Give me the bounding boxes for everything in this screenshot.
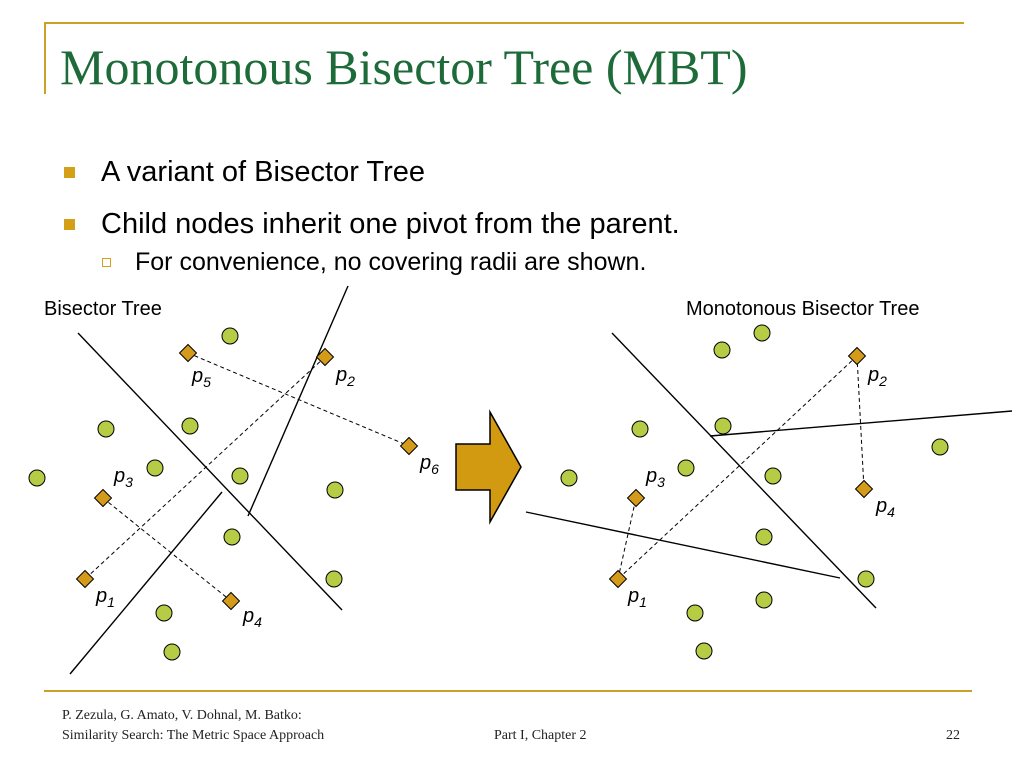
frame-left-rule bbox=[44, 22, 46, 94]
data-point bbox=[28, 469, 46, 487]
label-p2: p2 bbox=[867, 364, 887, 389]
data-point bbox=[631, 420, 649, 438]
pivot-p3 bbox=[93, 488, 113, 508]
data-point bbox=[686, 604, 704, 622]
data-point bbox=[857, 570, 875, 588]
slide-title: Monotonous Bisector Tree (MBT) bbox=[60, 39, 748, 95]
label-p2: p2 bbox=[335, 364, 355, 389]
label-p3: p3 bbox=[645, 465, 665, 490]
label-p4: p4 bbox=[242, 605, 262, 630]
data-point bbox=[755, 528, 773, 546]
right-pair-p2-p4 bbox=[856, 355, 865, 490]
pivot-p2 bbox=[847, 346, 867, 366]
data-point bbox=[163, 643, 181, 661]
data-point bbox=[221, 327, 239, 345]
data-point bbox=[560, 469, 578, 487]
sub-bullet-item: For convenience, no covering radii are s… bbox=[102, 244, 962, 280]
left-bisector-line-1 bbox=[77, 332, 343, 611]
square-bullet-icon bbox=[64, 166, 75, 178]
left-bisector-line-3 bbox=[69, 491, 223, 675]
left-pair-p5-p6 bbox=[187, 352, 410, 447]
right-pair-p1-p3 bbox=[617, 497, 637, 580]
pivot-p1 bbox=[608, 569, 628, 589]
footer-chapter: Part I, Chapter 2 bbox=[494, 728, 587, 743]
left-diagram-caption: Bisector Tree bbox=[44, 298, 162, 320]
pivot-p4 bbox=[221, 591, 241, 611]
label-p5: p5 bbox=[191, 365, 211, 390]
pivot-p3 bbox=[626, 488, 646, 508]
page-number: 22 bbox=[946, 728, 960, 743]
right-monotonous-bisector-tree: p2 p3 p4 p1 bbox=[525, 324, 1013, 660]
sub-bullet-text: For convenience, no covering radii are s… bbox=[135, 247, 647, 276]
pivot-p6 bbox=[399, 436, 419, 456]
label-p1: p1 bbox=[95, 585, 115, 610]
right-bisector-line-2 bbox=[525, 511, 841, 579]
hollow-square-bullet-icon bbox=[102, 257, 111, 267]
data-point bbox=[97, 420, 115, 438]
right-bisector-line-3 bbox=[709, 410, 1013, 437]
data-point bbox=[155, 604, 173, 622]
footer-book-title: Similarity Search: The Metric Space Appr… bbox=[62, 728, 325, 743]
data-point bbox=[146, 459, 164, 477]
bullet-text-2: Child nodes inherit one pivot from the p… bbox=[101, 207, 680, 240]
left-bisector-tree: p5 p2 p6 p3 p1 p4 bbox=[28, 285, 439, 675]
data-point bbox=[325, 570, 343, 588]
right-bisector-line-1 bbox=[611, 332, 877, 609]
square-bullet-icon bbox=[64, 218, 75, 230]
frame-top-rule bbox=[44, 22, 964, 24]
label-p4: p4 bbox=[875, 495, 895, 520]
footer-authors: P. Zezula, G. Amato, V. Dohnal, M. Batko… bbox=[62, 708, 302, 723]
label-p1: p1 bbox=[627, 585, 647, 610]
left-pair-p3-p4 bbox=[102, 497, 232, 602]
right-arrow-icon bbox=[455, 409, 522, 525]
bullet-item-1: A variant of Bisector Tree bbox=[62, 146, 962, 198]
data-point bbox=[231, 467, 249, 485]
label-p6: p6 bbox=[419, 452, 439, 477]
pivot-p5 bbox=[178, 343, 198, 363]
data-point bbox=[714, 417, 732, 435]
data-point bbox=[223, 528, 241, 546]
data-point bbox=[755, 591, 773, 609]
data-point bbox=[326, 481, 344, 499]
pivot-p1 bbox=[75, 569, 95, 589]
data-point bbox=[764, 467, 782, 485]
right-diagram-caption: Monotonous Bisector Tree bbox=[686, 298, 920, 320]
right-pair-p2-p1 bbox=[617, 355, 858, 580]
pivot-p4 bbox=[854, 479, 874, 499]
bullet-item-2: Child nodes inherit one pivot from the p… bbox=[62, 198, 962, 250]
pivot-p2 bbox=[315, 347, 335, 367]
data-point bbox=[181, 417, 199, 435]
bullet-text-1: A variant of Bisector Tree bbox=[101, 155, 425, 188]
data-point bbox=[677, 459, 695, 477]
left-bisector-line-2 bbox=[247, 285, 349, 517]
data-point bbox=[695, 642, 713, 660]
data-point bbox=[931, 438, 949, 456]
left-pair-p2-p1 bbox=[84, 356, 326, 580]
label-p3: p3 bbox=[113, 465, 133, 490]
footer-rule bbox=[44, 690, 972, 692]
data-point bbox=[713, 341, 731, 359]
data-point bbox=[753, 324, 771, 342]
bullet-list: A variant of Bisector Tree Child nodes i… bbox=[62, 146, 962, 280]
